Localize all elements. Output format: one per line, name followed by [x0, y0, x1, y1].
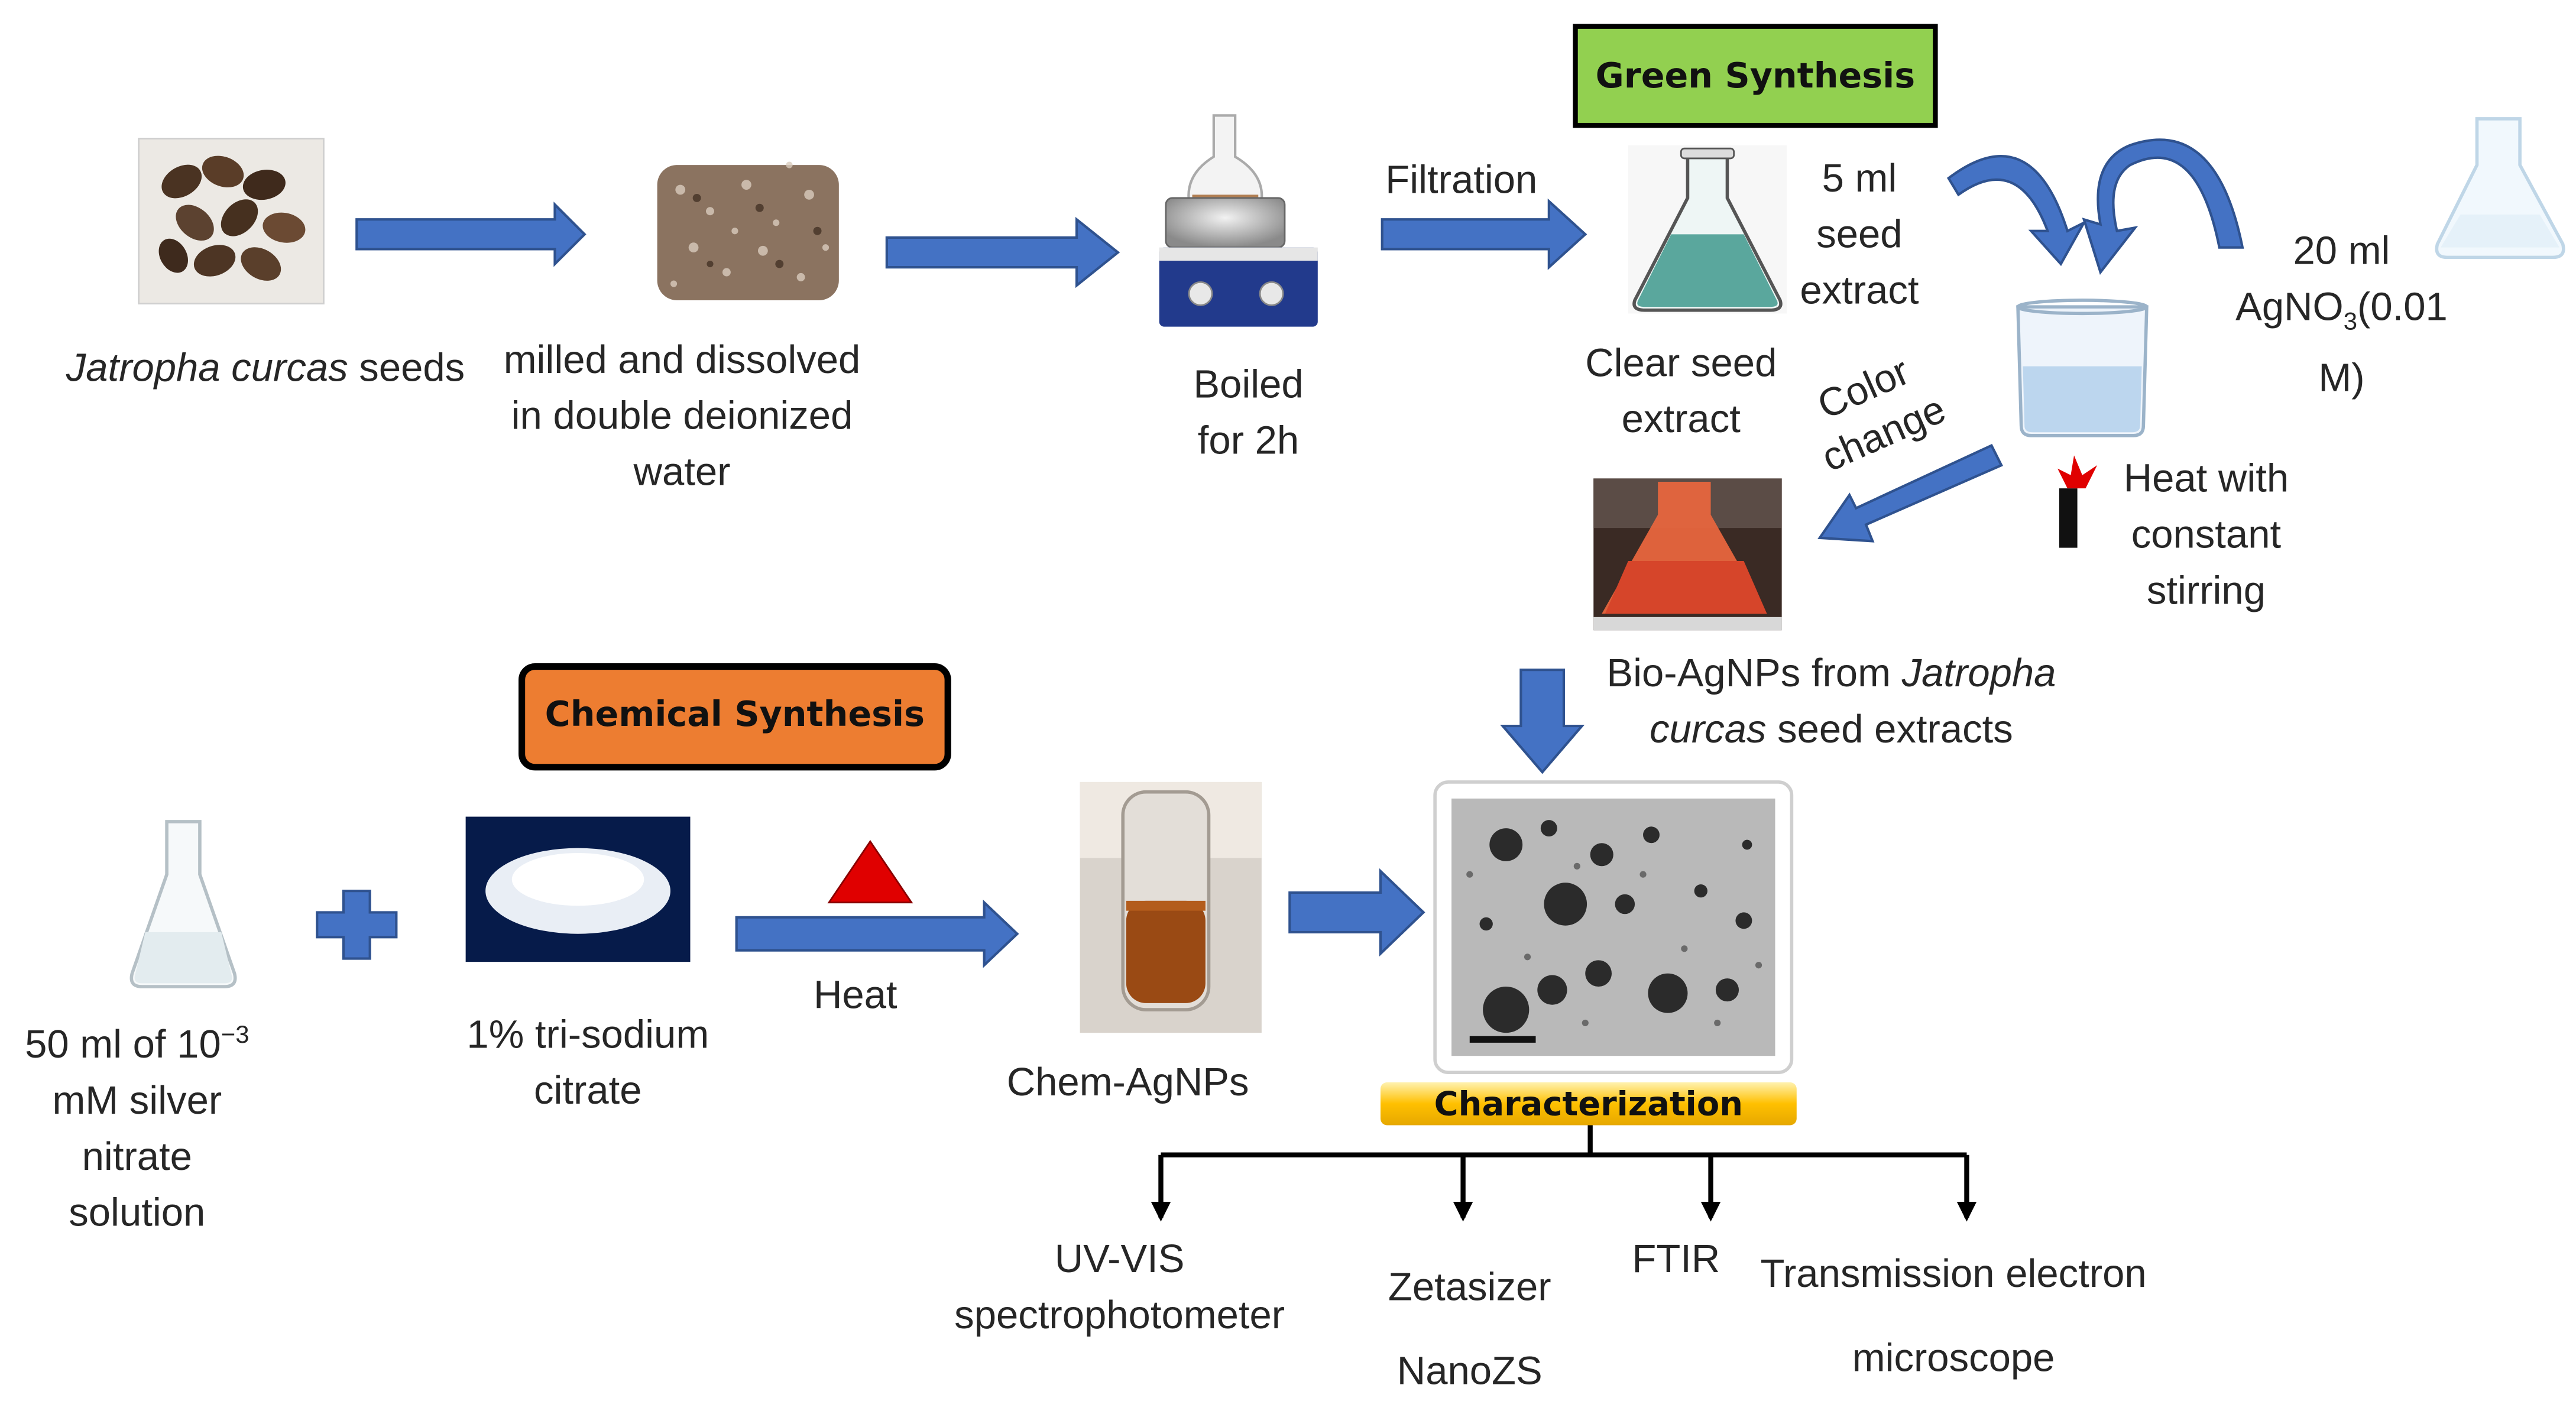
- bio-agnps-label: Bio-AgNPs from Jatropha curcas seed extr…: [1606, 651, 2056, 753]
- citrate-label: 1% tri-sodium citrate: [466, 1013, 709, 1114]
- arrow-bio-to-characterization: [1500, 669, 1585, 774]
- arrow-chem-to-characterization: [1288, 868, 1425, 957]
- arrow-filtration: [1381, 198, 1587, 270]
- filtration-label: Filtration: [1385, 158, 1538, 203]
- clear-extract-label: Clear seed extract: [1585, 341, 1777, 442]
- heat-stirring-label: Heat with constant stirring: [2123, 457, 2289, 614]
- heat-triangle-icon: [827, 839, 913, 904]
- curved-arrow-agno3: [2082, 138, 2244, 275]
- green-synthesis-box: [1573, 24, 1938, 128]
- agno3-flask-image: [2435, 117, 2565, 260]
- technique-ftir: FTIR: [1632, 1237, 1720, 1282]
- silver-nitrate-flask-image: [129, 820, 237, 988]
- arrow-color-change: [1817, 443, 2003, 543]
- curved-arrow-seed-extract: [1946, 155, 2087, 267]
- characterization-bar: [1380, 1082, 1797, 1126]
- jatropha-seeds-image: [138, 138, 325, 304]
- technique-tem: Transmission electron microscope: [1760, 1252, 2147, 1381]
- tem-micrograph-image: [1433, 780, 1794, 1074]
- seed-extract-5ml-label: 5 ml seed extract: [1800, 157, 1919, 314]
- arrow-seeds-to-milled: [355, 202, 587, 267]
- arrow-heat: [735, 899, 1019, 968]
- clear-extract-flask-image: [1628, 145, 1787, 314]
- chemical-synthesis-title: Chemical Synthesis: [545, 695, 925, 734]
- boiled-label: Boiled for 2h: [1193, 363, 1304, 464]
- chem-agnps-tube-image: [1080, 781, 1262, 1033]
- beaker-image: [2016, 299, 2149, 437]
- seeds-label: Jatropha curcas seeds: [66, 346, 465, 391]
- technique-zetasizer: Zetasizer NanoZS: [1388, 1265, 1551, 1394]
- milled-label: milled and dissolved in double deionized…: [503, 338, 861, 495]
- hot-plate-flask-image: [1159, 114, 1318, 327]
- chemical-synthesis-box: [519, 663, 951, 771]
- characterization-title: Characterization: [1434, 1084, 1744, 1124]
- chem-agnps-label: Chem-AgNPs: [1006, 1060, 1249, 1105]
- agno3-label: 20 ml AgNO3(0.01 M): [2235, 229, 2448, 401]
- technique-uv-vis: UV-VIS spectrophotometer: [954, 1237, 1285, 1338]
- citrate-powder-image: [465, 816, 691, 962]
- bio-agnps-flask-image: [1593, 478, 1782, 631]
- green-synthesis-title: Green Synthesis: [1595, 56, 1916, 96]
- arrow-milled-to-boil: [885, 216, 1120, 288]
- milled-powder-image: [657, 161, 839, 300]
- heat-label: Heat: [813, 973, 897, 1019]
- silver-nitrate-label: 50 ml of 10−3 mM silver nitrate solution: [25, 1021, 250, 1236]
- burner-icon: [2057, 455, 2098, 548]
- plus-icon: [316, 890, 398, 960]
- characterization-tree: [1151, 1125, 1977, 1222]
